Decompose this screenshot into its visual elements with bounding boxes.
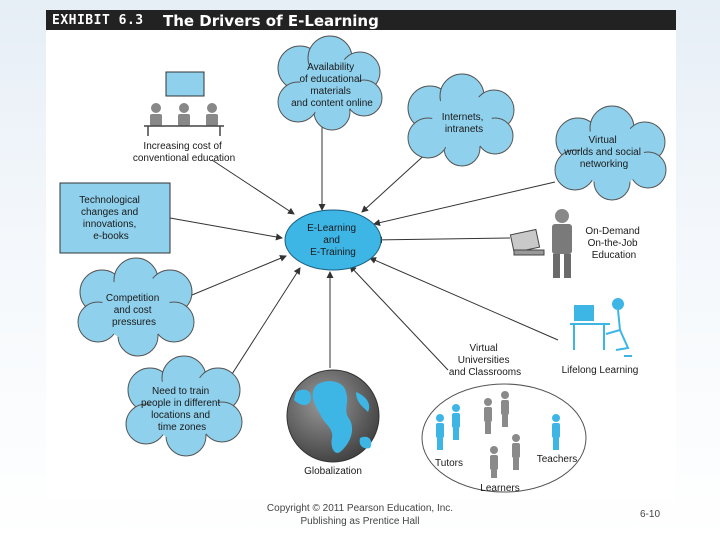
on-demand-label: On-Demand On-the-Job Education — [585, 226, 642, 261]
learners-label: Learners — [480, 483, 519, 494]
technological-label: Technological changes and innovations, e… — [79, 195, 142, 242]
technological-line-1: Technological — [79, 195, 140, 206]
virtual-worlds-line-3: networking — [580, 159, 628, 170]
center-node-label: E-Learning and E-Training — [307, 223, 359, 258]
arrow-cost — [211, 159, 295, 215]
availability-line-3: materials — [310, 86, 351, 97]
virtual-universities-line-2: Universities — [458, 355, 510, 366]
availability-cloud — [277, 35, 383, 131]
competition-line-3: pressures — [112, 317, 156, 328]
tutor-figures — [436, 404, 460, 450]
internets-line-2: intranets — [445, 124, 483, 135]
page-number: 6-10 — [640, 509, 661, 520]
copyright-line-2: Publishing as Prentice Hall — [300, 516, 420, 527]
cost-line-2: conventional education — [133, 153, 235, 164]
arrow-internets — [361, 149, 431, 213]
technological-box — [59, 182, 171, 254]
virtual-worlds-label: Virtual worlds and social networking — [563, 135, 644, 170]
availability-label: Availability of educational materials an… — [291, 62, 373, 109]
on-demand-line-1: On-Demand — [585, 226, 639, 237]
virtual-worlds-line-2: worlds and social — [563, 147, 641, 158]
internets-label: Internets, intranets — [442, 112, 486, 135]
cost-line-1: Increasing cost of — [143, 141, 222, 152]
copyright-line-1: Copyright © 2011 Pearson Education, Inc. — [266, 503, 454, 514]
tutors-label: Tutors — [435, 458, 463, 469]
exhibit-title: The Drivers of E-Learning — [163, 12, 379, 30]
on-demand-line-3: Education — [592, 250, 636, 261]
on-demand-line-2: On-the-Job — [588, 238, 638, 249]
arrow-time-zones — [224, 267, 301, 386]
exhibit-label: EXHIBIT 6.3 — [52, 13, 144, 28]
arrow-lifelong — [369, 257, 559, 341]
globalization-line-1: Globalization — [304, 466, 362, 477]
time-zones-line-1: Need to train — [152, 386, 209, 397]
time-zones-line-4: time zones — [158, 422, 206, 433]
internets-cloud — [407, 73, 515, 167]
cost-label: Increasing cost of conventional educatio… — [133, 141, 235, 164]
lifelong-learner-icon — [570, 298, 632, 357]
availability-line-4: and content online — [291, 98, 373, 109]
center-line-2: and — [323, 235, 340, 246]
technological-line-3: innovations, — [83, 219, 136, 230]
virtual-worlds-cloud — [554, 105, 667, 201]
lifelong-line-1: Lifelong Learning — [562, 365, 639, 376]
competition-line-1: Competition — [106, 293, 159, 304]
arrow-technological — [169, 217, 283, 241]
availability-line-2: of educational — [299, 74, 361, 85]
lifelong-label: Lifelong Learning — [562, 365, 639, 376]
virtual-universities-line-3: and Classrooms — [449, 367, 521, 378]
time-zones-label: Need to train people in different locati… — [141, 386, 223, 433]
footer-copyright: Copyright © 2011 Pearson Education, Inc.… — [240, 502, 480, 528]
teachers-label: Teachers — [537, 454, 578, 465]
classroom-lecture-icon — [144, 71, 224, 136]
technological-line-4: e-books — [93, 231, 129, 242]
time-zones-line-3: locations and — [151, 410, 210, 421]
internets-line-1: Internets, — [442, 112, 484, 123]
competition-line-2: and cost — [114, 305, 152, 316]
arrow-competition — [191, 255, 287, 296]
globe-icon — [286, 369, 380, 463]
globalization-label: Globalization — [304, 466, 362, 477]
exhibit-header-bar — [46, 10, 676, 30]
teacher-figure — [552, 414, 560, 450]
arrow-virtual-worlds — [373, 181, 556, 227]
virtual-universities-label: Virtual Universities and Classrooms — [449, 343, 521, 378]
technological-line-2: changes and — [81, 207, 138, 218]
virtual-universities-line-1: Virtual — [470, 343, 498, 354]
center-line-3: E-Training — [310, 247, 356, 258]
time-zones-line-2: people in different — [141, 398, 221, 409]
center-line-1: E-Learning — [307, 223, 356, 234]
arrow-on-demand — [375, 236, 511, 244]
time-zones-cloud — [125, 355, 243, 457]
competition-label: Competition and cost pressures — [106, 293, 162, 328]
arrow-virtual-universities — [349, 265, 449, 371]
availability-line-1: Availability — [307, 62, 354, 73]
virtual-worlds-line-1: Virtual — [589, 135, 617, 146]
competition-cloud — [77, 257, 195, 357]
on-demand-person-icon — [509, 209, 572, 278]
classroom-ellipse — [421, 383, 587, 493]
learner-figures — [484, 391, 520, 478]
center-node-shape — [284, 209, 382, 271]
arrows — [169, 120, 559, 386]
